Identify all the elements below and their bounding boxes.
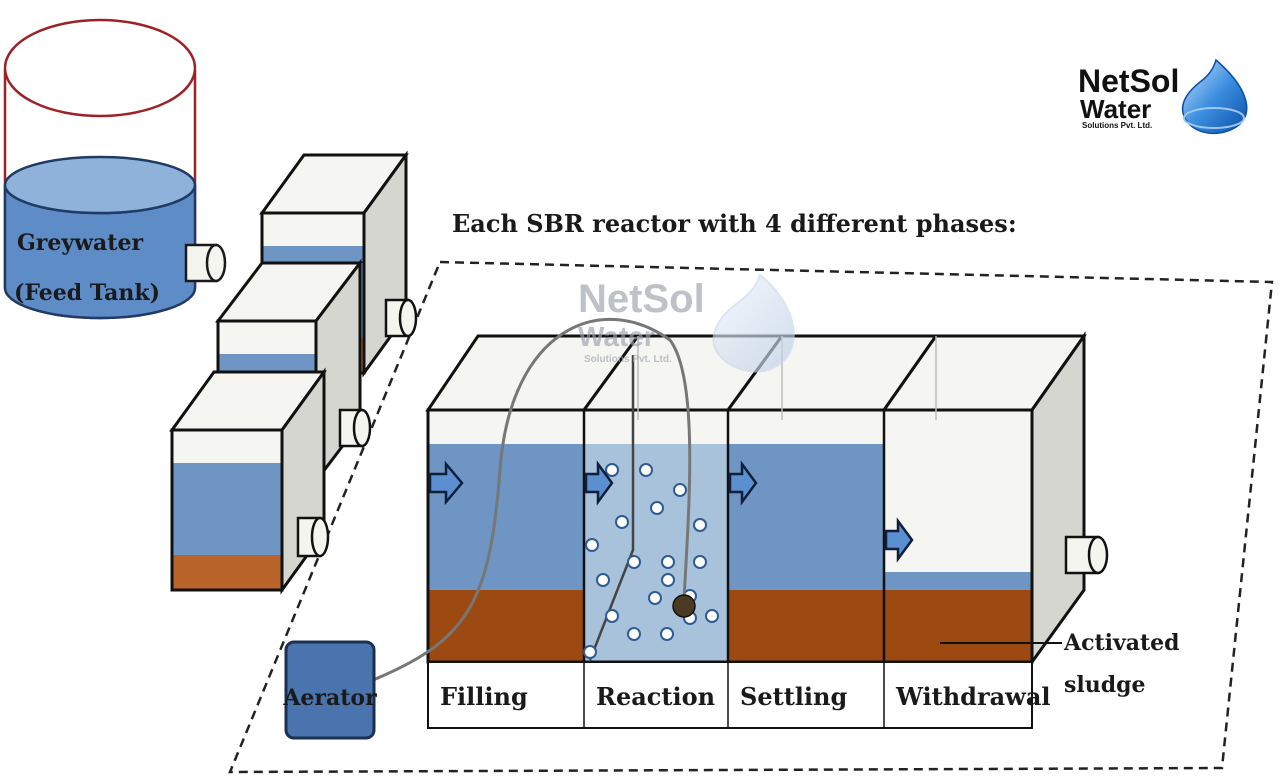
withdrawal-sludge: [884, 590, 1032, 662]
settling-air: [728, 410, 884, 444]
aerator: Aerator: [282, 640, 377, 740]
phase-label-filling: Filling: [440, 682, 528, 711]
withdrawal-water: [884, 572, 1032, 590]
watermark-sub: Water: [578, 321, 655, 352]
watermark: NetSol Water Solutions Pvt. Ltd.: [578, 273, 795, 373]
arrow-filling: [428, 460, 464, 506]
logo-tagline: Solutions Pvt. Ltd.: [1082, 121, 1152, 130]
sludge-label-line2: sludge: [1064, 672, 1146, 698]
aerator-label: Aerator: [282, 685, 377, 711]
phase-label-withdrawal: Withdrawal: [895, 682, 1051, 711]
arrow-withdrawal: [884, 517, 914, 563]
water-drop-icon: [1181, 58, 1248, 135]
watermark-name: NetSol: [578, 277, 705, 321]
netsol-logo: NetSol Water Solutions Pvt. Ltd.: [1078, 58, 1248, 135]
diffuser-pipe: [588, 355, 635, 661]
logo-sub: Water: [1080, 94, 1151, 124]
watermark-tagline: Solutions Pvt. Ltd.: [584, 354, 672, 365]
inlet-arrows: [428, 460, 914, 563]
dashed-platform: [228, 260, 1274, 774]
feed-tank-label-line1: Greywater: [17, 230, 144, 256]
big-reactor: [425, 331, 1087, 667]
watermark-drop-icon: [712, 273, 795, 373]
small-reactor-front: [169, 367, 330, 595]
big-reactor-outlet: [1064, 535, 1109, 575]
logo-name: NetSol: [1078, 63, 1179, 99]
feed-tank-label-line2: (Feed Tank): [14, 280, 160, 306]
phase-label-strip: Filling Reaction Settling Withdrawal: [427, 661, 1051, 729]
phase-label-settling: Settling: [740, 682, 847, 711]
filling-water: [428, 444, 584, 590]
phases-heading: Each SBR reactor with 4 different phases…: [452, 209, 1017, 238]
arrow-settling: [728, 460, 758, 506]
phase-label-reaction: Reaction: [596, 682, 715, 711]
aerator-hose: [372, 317, 692, 682]
aerator-diffuser: [672, 594, 696, 618]
settling-sludge: [728, 590, 884, 662]
settling-water: [728, 444, 884, 590]
filling-sludge: [428, 590, 584, 662]
reaction-air: [584, 410, 728, 444]
feed-tank: Greywater (Feed Tank): [3, 18, 197, 320]
arrow-reaction: [584, 460, 614, 506]
feed-tank-outlet: [184, 243, 227, 283]
sludge-label-line1: Activated: [1063, 630, 1180, 656]
